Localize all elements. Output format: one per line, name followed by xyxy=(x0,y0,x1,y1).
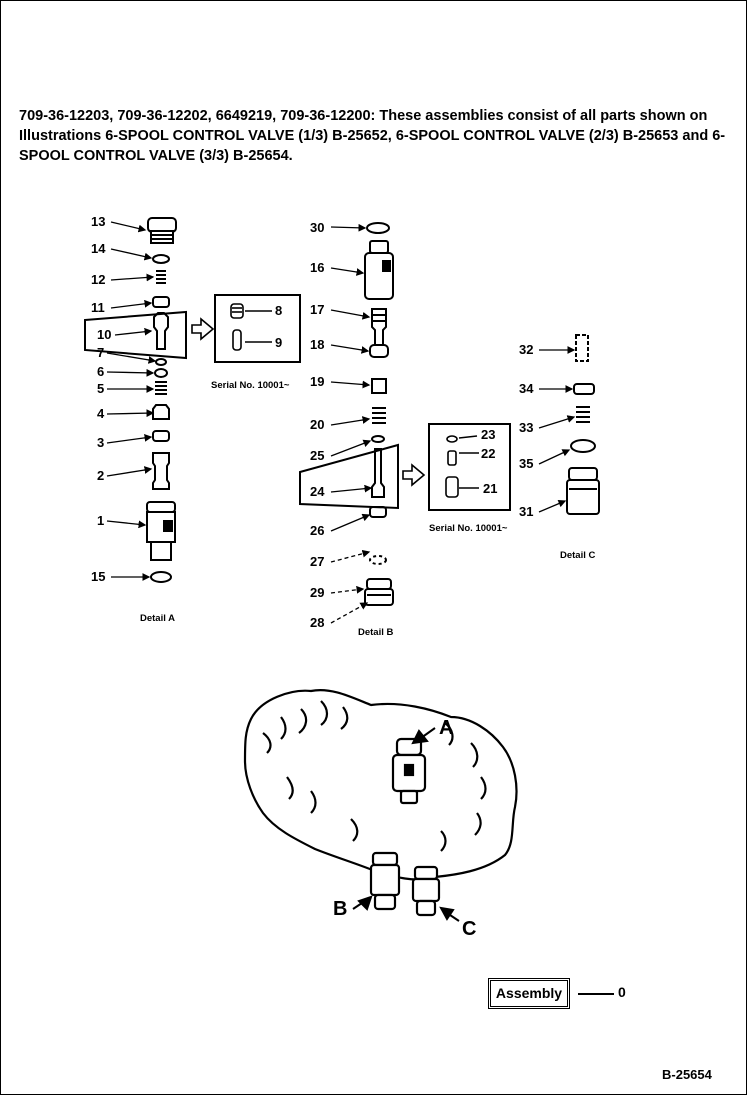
callout-16: 16 xyxy=(310,260,324,275)
callout-25: 25 xyxy=(310,448,324,463)
callout-17: 17 xyxy=(310,302,324,317)
callout-34: 34 xyxy=(519,381,534,396)
callout-33: 33 xyxy=(519,420,533,435)
illustration-reference: B-25654 xyxy=(662,1067,712,1082)
callout-14: 14 xyxy=(91,241,106,256)
detail-b-parts xyxy=(364,222,394,606)
callout-13: 13 xyxy=(91,214,105,229)
callout-5: 5 xyxy=(97,381,104,396)
callout-30: 30 xyxy=(310,220,324,235)
view-arrow-b-label: B xyxy=(333,898,347,920)
callout-26: 26 xyxy=(310,523,324,538)
callout-31: 31 xyxy=(519,504,533,519)
detail-b-serial-inset xyxy=(428,423,511,511)
callout-1: 1 xyxy=(97,513,104,528)
callout-24: 24 xyxy=(310,484,325,499)
callout-4: 4 xyxy=(97,406,105,421)
assembly-callout-number: 0 xyxy=(618,984,626,1000)
callout-22: 22 xyxy=(481,446,495,461)
callout-23: 23 xyxy=(481,427,495,442)
view-arrows xyxy=(352,727,460,922)
callout-27: 27 xyxy=(310,554,324,569)
detail-a-caption: Detail A xyxy=(140,613,175,624)
callout-12: 12 xyxy=(91,272,105,287)
callout-9: 9 xyxy=(275,335,282,350)
assembly-description: 709-36-12203, 709-36-12202, 6649219, 709… xyxy=(19,108,726,164)
valve-block-overview xyxy=(243,689,518,917)
callout-32: 32 xyxy=(519,342,533,357)
detail-b-caption: Detail B xyxy=(358,627,394,638)
callout-15: 15 xyxy=(91,569,105,584)
callout-28: 28 xyxy=(310,615,324,630)
callout-10: 10 xyxy=(97,327,111,342)
callout-7: 7 xyxy=(97,345,104,360)
view-arrow-a-label: A xyxy=(439,717,453,739)
detail-a-parts xyxy=(146,217,177,583)
view-arrow-c-label: C xyxy=(462,918,476,940)
assembly-leader-line xyxy=(578,993,614,995)
callout-6: 6 xyxy=(97,364,104,379)
detail-a-serial-note: Serial No. 10001~ xyxy=(211,380,290,391)
callout-8: 8 xyxy=(275,303,282,318)
callout-2: 2 xyxy=(97,468,104,483)
assembly-label-box: Assembly xyxy=(488,978,570,1009)
detail-a-serial-inset xyxy=(214,294,301,363)
callout-18: 18 xyxy=(310,337,324,352)
detail-c-caption: Detail C xyxy=(560,550,596,561)
detail-b-serial-note: Serial No. 10001~ xyxy=(429,523,508,534)
callout-35: 35 xyxy=(519,456,533,471)
callout-20: 20 xyxy=(310,417,324,432)
detail-a-highlight-frame xyxy=(84,310,187,360)
callout-19: 19 xyxy=(310,374,324,389)
callout-21: 21 xyxy=(483,481,497,496)
callout-11: 11 xyxy=(91,300,105,315)
detail-c-parts xyxy=(566,334,600,515)
callout-29: 29 xyxy=(310,585,324,600)
detail-b-highlight-frame xyxy=(299,443,399,510)
callout-3: 3 xyxy=(97,435,104,450)
